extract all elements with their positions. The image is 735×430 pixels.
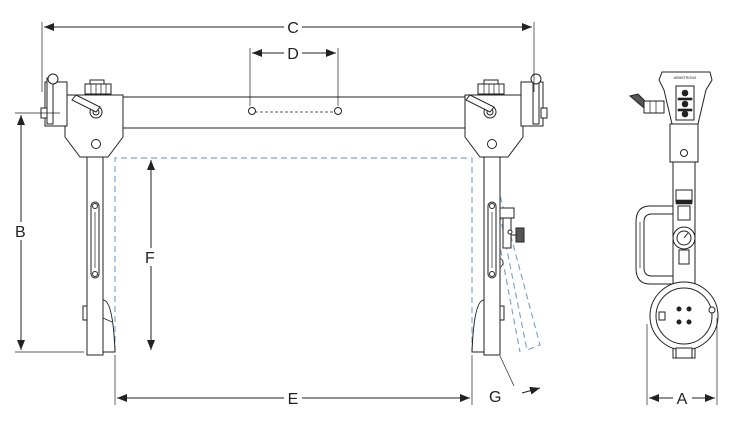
dimension-f: F [145,160,155,350]
right-regulator-top [499,207,515,219]
front-view: C D B F E [15,20,548,408]
right-valve-block [477,83,505,95]
beam-hole-right [334,107,342,115]
right-plate-hole [487,139,497,149]
side-view: ARMSTRONG [628,71,719,359]
dimension-c: C [41,20,535,92]
right-end-assembly [464,73,548,356]
left-plate-hole [91,139,101,149]
dimension-b: B [15,112,84,353]
right-regulator-knob [515,227,525,243]
left-end-plate [64,94,124,158]
left-end-assembly [40,73,124,356]
left-valve-block [84,83,112,95]
dimension-e-label: E [288,391,299,408]
dimension-f-label: F [145,250,155,267]
side-brand-text: ARMSTRONG [674,76,697,80]
left-wheel [102,299,116,353]
side-wheel-inner [655,287,713,345]
dimension-b-label: B [15,224,26,241]
right-side-block [520,81,544,127]
dimension-g: G [489,355,541,406]
dimension-g-label: G [489,389,501,406]
left-knob [47,73,59,85]
left-lever [71,94,101,113]
right-knob [530,73,542,85]
phantom-outline [114,157,541,353]
dimension-a-label: A [677,391,688,408]
cross-beam [64,96,524,129]
dimension-d-label: D [287,46,299,63]
dimension-c-label: C [287,20,299,37]
right-wheel [471,299,485,353]
beam-hole-left [248,107,256,115]
dimension-e: E [114,355,473,408]
dimension-a: A [646,318,718,408]
side-handle [635,205,674,285]
dimension-d: D [249,46,339,106]
side-lever-mount [643,100,665,114]
right-lever [465,94,495,113]
